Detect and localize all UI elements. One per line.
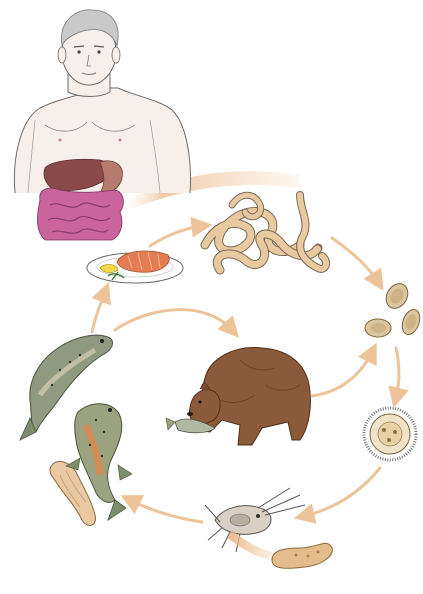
salmon-fillet bbox=[117, 251, 169, 272]
salmon-dish-illustration bbox=[87, 251, 183, 283]
arrow-copepod-to-fish bbox=[130, 500, 202, 522]
arrow-eggs-to-coracidium bbox=[396, 348, 399, 398]
bear-host-illustration bbox=[166, 348, 310, 445]
arrow-fish-to-bear bbox=[115, 310, 232, 330]
adult-tapeworm-illustration bbox=[205, 195, 326, 270]
arrow-tapeworm-to-eggs bbox=[332, 238, 378, 282]
coracidium-illustration bbox=[364, 408, 416, 460]
human-host-illustration bbox=[14, 10, 190, 240]
arrow-coracidium-to-copepod bbox=[304, 468, 380, 516]
large-intestine bbox=[37, 188, 123, 240]
digestive-organs bbox=[37, 159, 123, 240]
arrow-fish-to-dish bbox=[92, 292, 105, 332]
arrow-dish-to-tapeworm bbox=[150, 226, 202, 246]
eggs-illustration bbox=[365, 280, 423, 337]
copepod-illustration bbox=[205, 488, 305, 552]
procercoid-larva-illustration bbox=[272, 543, 332, 568]
arrow-bear-to-eggs bbox=[312, 352, 372, 396]
